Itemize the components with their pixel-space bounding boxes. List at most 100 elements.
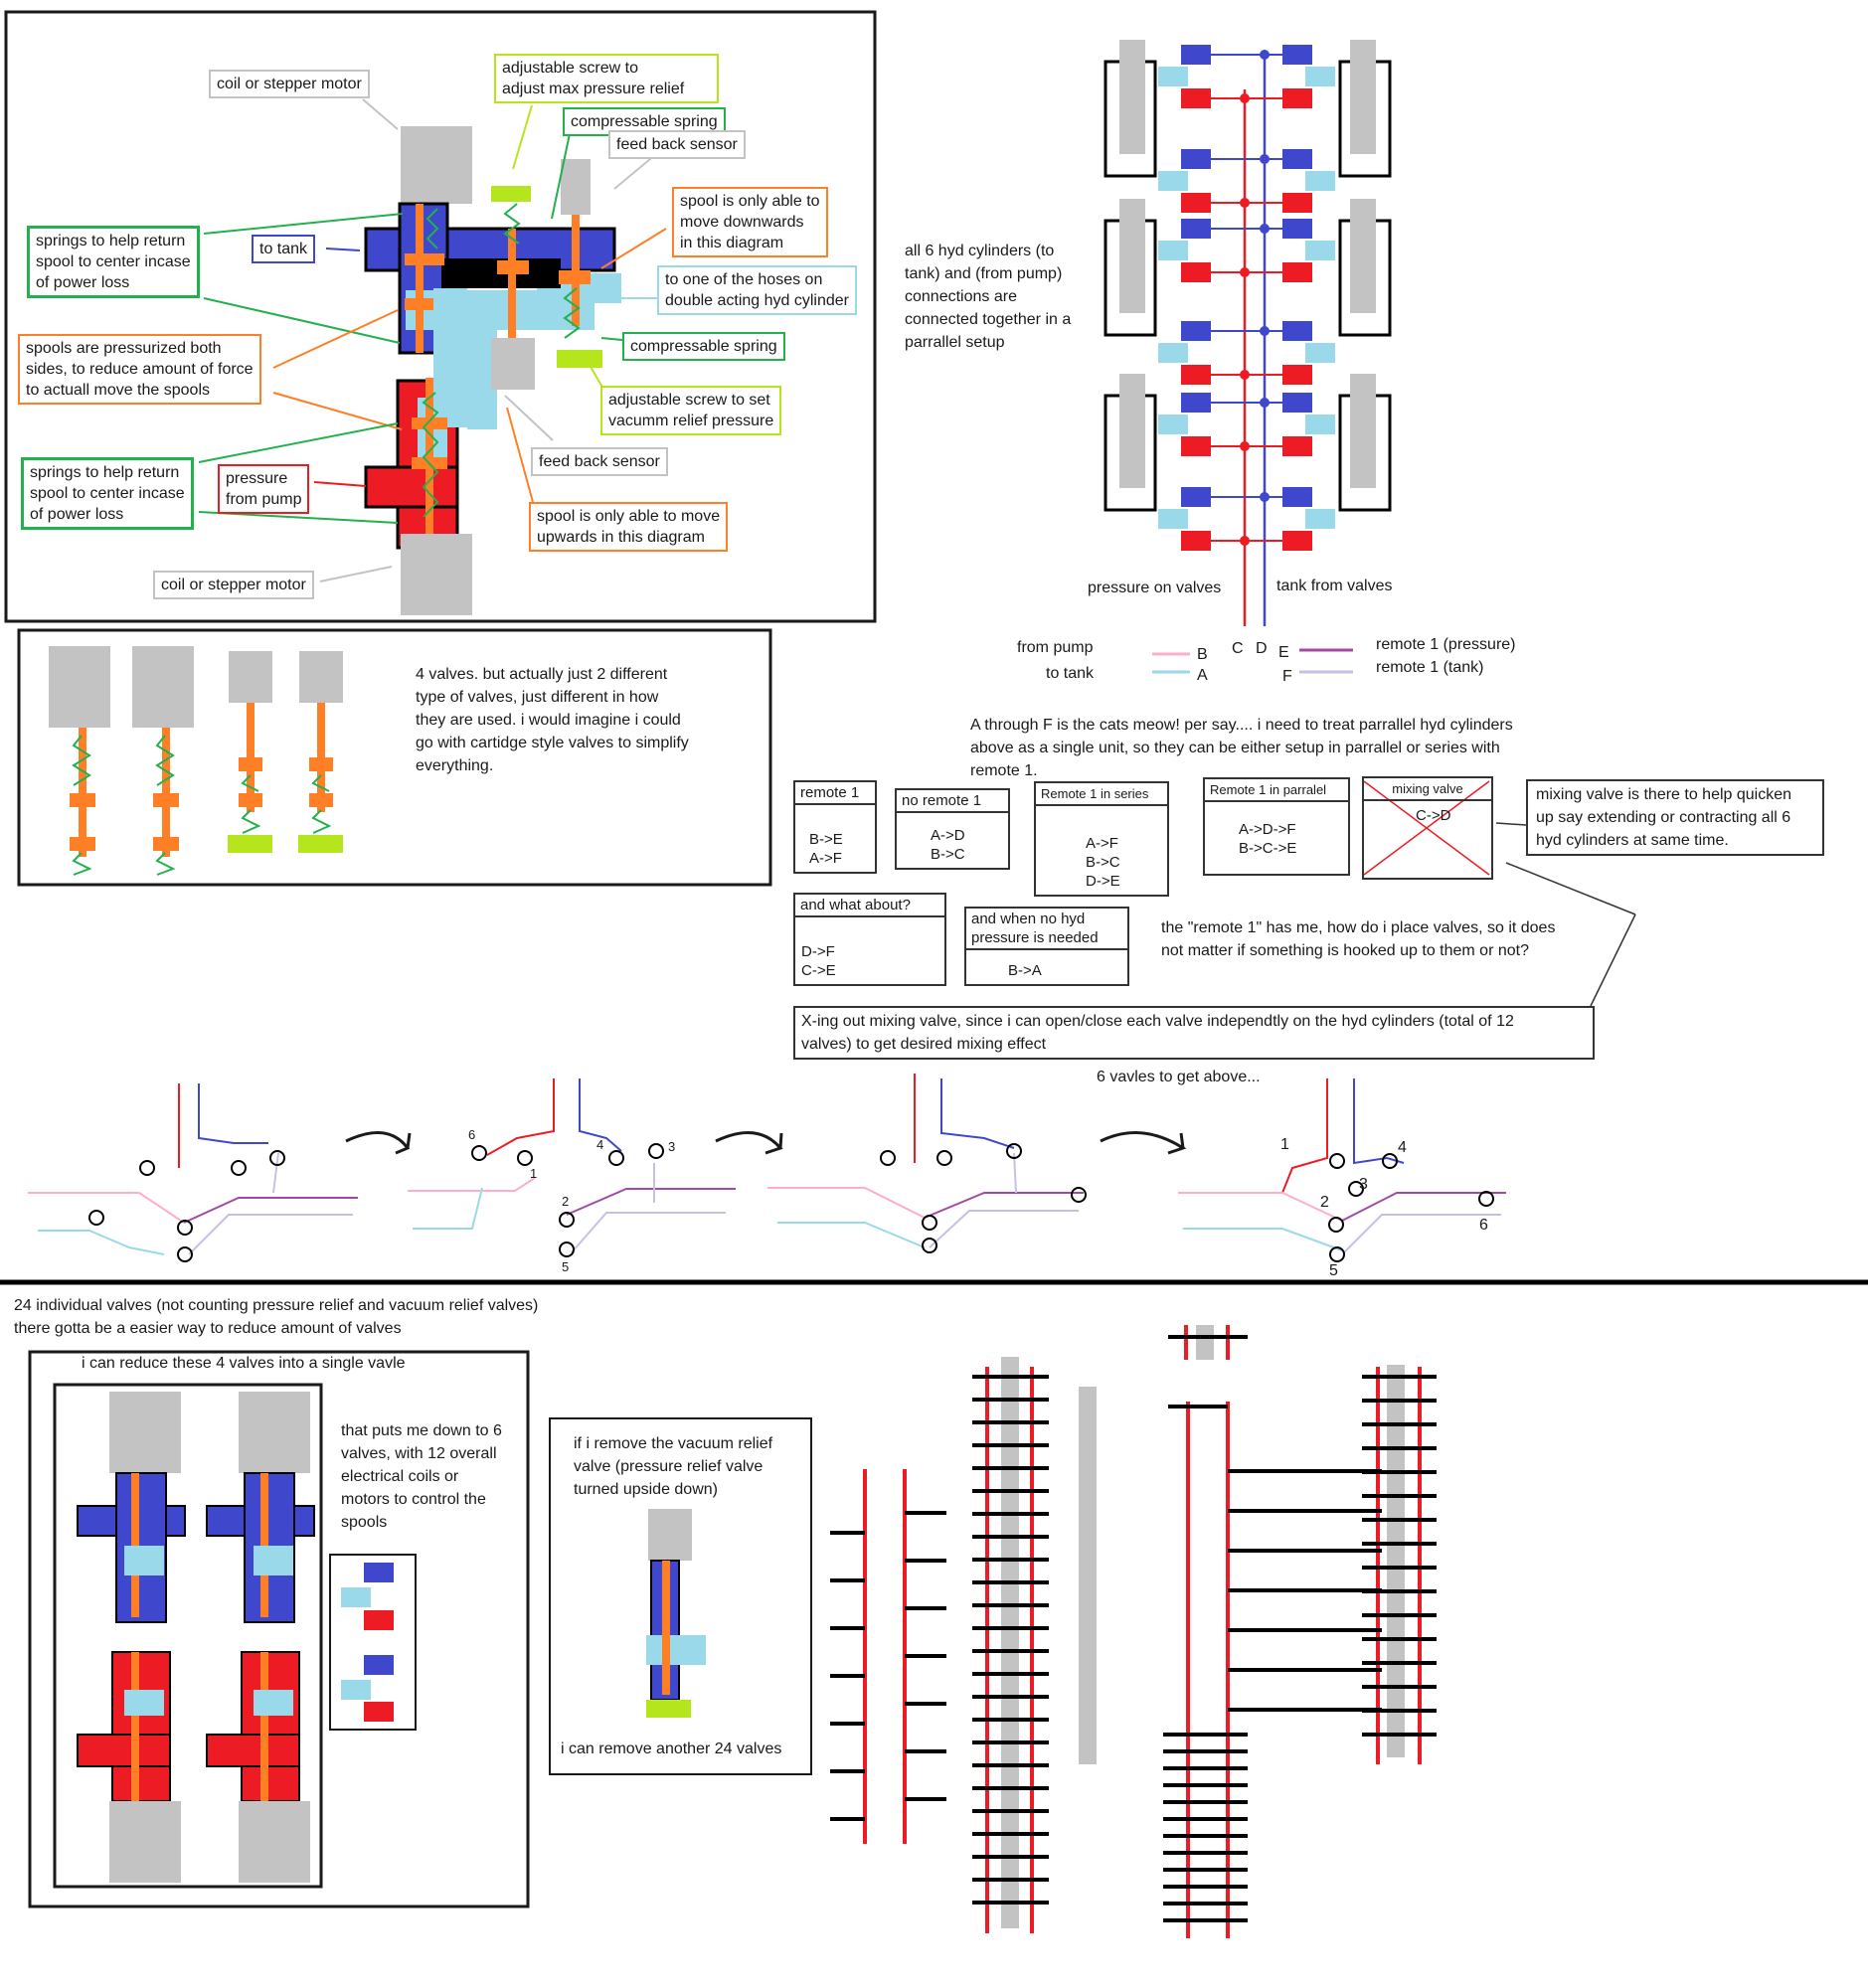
- cyl-port-left-3: [1158, 343, 1188, 363]
- label-to-hose: to one of the hoses on double acting hyd…: [657, 265, 858, 315]
- cyl-port-right-5: [1305, 509, 1335, 529]
- cyl-port-left-0: [1158, 67, 1188, 86]
- sketch-b-num-6: 6: [468, 1127, 476, 1142]
- tank-node-2: [1260, 224, 1270, 234]
- bottom-feedback-sensor: [491, 338, 535, 390]
- sketch-d-num-4: 4: [1398, 1139, 1407, 1156]
- parallel-note: all 6 hyd cylinders (to tank) and (from …: [905, 243, 1072, 351]
- legend-c: C: [1232, 640, 1244, 657]
- sketch-b-num-3: 3: [668, 1139, 676, 1154]
- tank-port-right-2: [1282, 219, 1312, 239]
- box-no-remote: no remote 1 A->D B->C: [895, 788, 1010, 870]
- box-mixing-body: C->D: [1416, 807, 1451, 824]
- tank-port-right-0: [1282, 45, 1312, 65]
- pressure-port-left-4: [1181, 436, 1211, 456]
- tank-port-right-3: [1282, 321, 1312, 341]
- pressure-port-left-1: [1181, 193, 1211, 213]
- bottom-motor: [401, 534, 472, 615]
- pressure-port-right-4: [1282, 436, 1312, 456]
- sketch-b-num-1: 1: [530, 1166, 538, 1181]
- label-coil-bottom: coil or stepper motor: [153, 571, 314, 599]
- sketch-d-num-2: 2: [1320, 1194, 1329, 1211]
- callout-lines: [1495, 822, 1636, 1007]
- cylinder-bank: [1104, 40, 1392, 512]
- box-parallel-title: Remote 1 in parralel: [1205, 779, 1348, 802]
- sketch-d-num-5: 5: [1329, 1262, 1338, 1279]
- label-pressure-from-pump: pressure from pump: [218, 464, 310, 514]
- cyl-port-right-4: [1305, 414, 1335, 434]
- routing-sketches: [28, 1074, 1506, 1262]
- cyl-port-left-5: [1158, 509, 1188, 529]
- pressure-port-left-2: [1181, 262, 1211, 282]
- box-no-pressure-body: B->A: [1008, 962, 1042, 979]
- label-springs-bottom: springs to help return spool to center i…: [21, 457, 194, 530]
- vacuum-frame: [549, 1417, 812, 1775]
- label-feedback-top: feed back sensor: [608, 130, 746, 159]
- pressure-node-5: [1240, 536, 1250, 546]
- legend-a: A: [1197, 667, 1208, 684]
- pressure-port-left-3: [1181, 365, 1211, 385]
- combined-valves: [77, 1392, 315, 1883]
- tank-port-left-2: [1181, 219, 1211, 239]
- tank-port-left-0: [1181, 45, 1211, 65]
- four-valves-text: 4 valves. but actually just 2 different …: [416, 666, 689, 774]
- pressure-port-left-5: [1181, 531, 1211, 551]
- box-series: Remote 1 in series A->F B->C D->E: [1034, 781, 1169, 897]
- single-valve: [646, 1509, 706, 1718]
- box-parallel: Remote 1 in parralel A->D->F B->C->E: [1203, 777, 1350, 876]
- leader-lines: [198, 98, 667, 582]
- four-valves-sketch: [49, 646, 343, 876]
- box-remote-1: remote 1 B->E A->F: [793, 780, 877, 874]
- sketch-d-num-6: 6: [1479, 1217, 1488, 1234]
- bottom-header: 24 individual valves (not counting press…: [14, 1297, 539, 1337]
- label-spool-down: spool is only able to move downwards in …: [672, 187, 828, 257]
- pressure-port-right-0: [1282, 88, 1312, 108]
- label-adj-screw-pressure: adjustable screw to adjust max pressure …: [494, 54, 719, 103]
- top-motor: [401, 126, 472, 204]
- box-mixing: mixing valve C->D: [1362, 776, 1493, 880]
- tank-port-left-4: [1181, 393, 1211, 413]
- pressure-on-valves: pressure on valves: [1088, 580, 1222, 596]
- legend-f: F: [1282, 668, 1292, 685]
- box-no-remote-body: A->D B->C: [931, 827, 965, 863]
- box-what-about-body: D->F C->E: [801, 943, 836, 979]
- legend-from-pump: from pump: [1017, 639, 1094, 656]
- box-parallel-body: A->D->F B->C->E: [1239, 821, 1297, 857]
- pressure-port-right-3: [1282, 365, 1312, 385]
- legend-to-tank: to tank: [1046, 665, 1095, 682]
- pressure-port-right-5: [1282, 531, 1312, 551]
- reduce-frame-inner: [53, 1383, 323, 1889]
- sketch-b-num-5: 5: [562, 1259, 570, 1274]
- tank-port-right-5: [1282, 487, 1312, 507]
- pressure-node-3: [1240, 370, 1250, 380]
- box-what-about-title: and what about?: [795, 895, 944, 917]
- tank-port-left-3: [1181, 321, 1211, 341]
- pressure-node-1: [1240, 198, 1250, 208]
- vacuum-relief-screw: [557, 350, 602, 368]
- pressure-port-left-0: [1181, 88, 1211, 108]
- reduce-frame-outer: [28, 1350, 530, 1908]
- bottom-valve-body: [364, 288, 467, 552]
- legend-b: B: [1197, 646, 1208, 663]
- box-mixing-title: mixing valve: [1364, 778, 1491, 801]
- cyl-port-right-2: [1305, 241, 1335, 260]
- top-feedback-sensor: [561, 159, 591, 215]
- legend-remote-pressure: remote 1 (pressure): [1376, 636, 1516, 653]
- box-series-body: A->F B->C D->E: [1086, 835, 1120, 890]
- tank-port-left-5: [1181, 487, 1211, 507]
- valve-pairs: [1158, 45, 1335, 551]
- remote-question: the "remote 1" has me, how do i place va…: [1161, 919, 1556, 959]
- tank-port-right-4: [1282, 393, 1312, 413]
- tank-port-left-1: [1181, 149, 1211, 169]
- pressure-relief-screw: [491, 186, 531, 202]
- legend-remote-tank: remote 1 (tank): [1376, 659, 1484, 676]
- tank-node-1: [1260, 154, 1270, 164]
- cyl-port-left-4: [1158, 414, 1188, 434]
- label-springs-top: springs to help return spool to center i…: [27, 226, 200, 298]
- remove-more: i can remove another 24 valves: [561, 1740, 782, 1757]
- tank-node-0: [1260, 50, 1270, 60]
- tank-port-right-1: [1282, 149, 1312, 169]
- sketch-b-num-4: 4: [596, 1137, 604, 1152]
- reduce-title: i can reduce these 4 valves into a singl…: [82, 1355, 406, 1372]
- label-spools-pressurized: spools are pressurized both sides, to re…: [18, 334, 261, 405]
